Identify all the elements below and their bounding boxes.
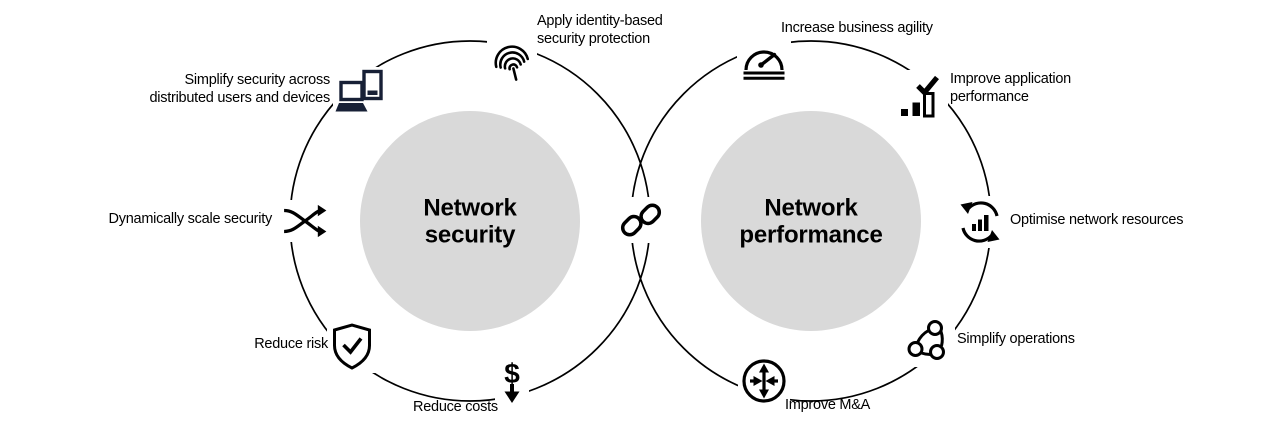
label-dynamically-scale: Dynamically scale security bbox=[108, 211, 272, 227]
svg-text:$: $ bbox=[504, 359, 520, 389]
gauge-icon bbox=[737, 37, 791, 83]
security-title-line2: security bbox=[424, 221, 516, 248]
router-arrows-icon bbox=[738, 355, 790, 407]
label-improve-ma: Improve M&A bbox=[785, 397, 871, 413]
security-title: Network security bbox=[423, 194, 517, 249]
label-line: distributed users and devices bbox=[149, 89, 330, 106]
label-increase-agility: Increase business agility bbox=[781, 20, 933, 36]
check-bars-icon bbox=[894, 70, 948, 124]
connected-nodes-icon bbox=[903, 315, 955, 367]
shuffle-arrows-icon bbox=[280, 200, 330, 242]
performance-title-line2: performance bbox=[739, 221, 883, 248]
label-line: performance bbox=[950, 88, 1029, 105]
label-line: Apply identity-based bbox=[537, 13, 663, 29]
link-icon bbox=[618, 197, 664, 243]
security-circle bbox=[360, 111, 580, 331]
label-simplify-security: Simplify security across distributed use… bbox=[149, 72, 330, 107]
label-improve-app: Improve application performance bbox=[950, 71, 1071, 106]
cycle-bars-icon bbox=[954, 196, 1006, 248]
label-optimise-resources: Optimise network resources bbox=[1010, 212, 1184, 228]
label-line: Simplify security across bbox=[184, 72, 331, 88]
label-line: Improve application bbox=[950, 71, 1071, 87]
label-line: security protection bbox=[537, 30, 650, 47]
performance-title-line1: Network bbox=[764, 194, 858, 222]
shield-check-icon bbox=[327, 319, 377, 373]
label-simplify-operations: Simplify operations bbox=[957, 331, 1075, 347]
label-reduce-risk: Reduce risk bbox=[254, 336, 328, 352]
security-title-line1: Network bbox=[423, 194, 517, 222]
performance-circle bbox=[701, 111, 921, 331]
label-apply-identity: Apply identity-based security protection bbox=[537, 13, 663, 48]
dollar-down-icon: $ bbox=[495, 357, 529, 407]
performance-title: Network performance bbox=[739, 194, 883, 249]
label-reduce-costs: Reduce costs bbox=[413, 399, 498, 415]
distributed-devices-icon bbox=[333, 67, 391, 121]
fingerprint-icon bbox=[487, 34, 537, 88]
